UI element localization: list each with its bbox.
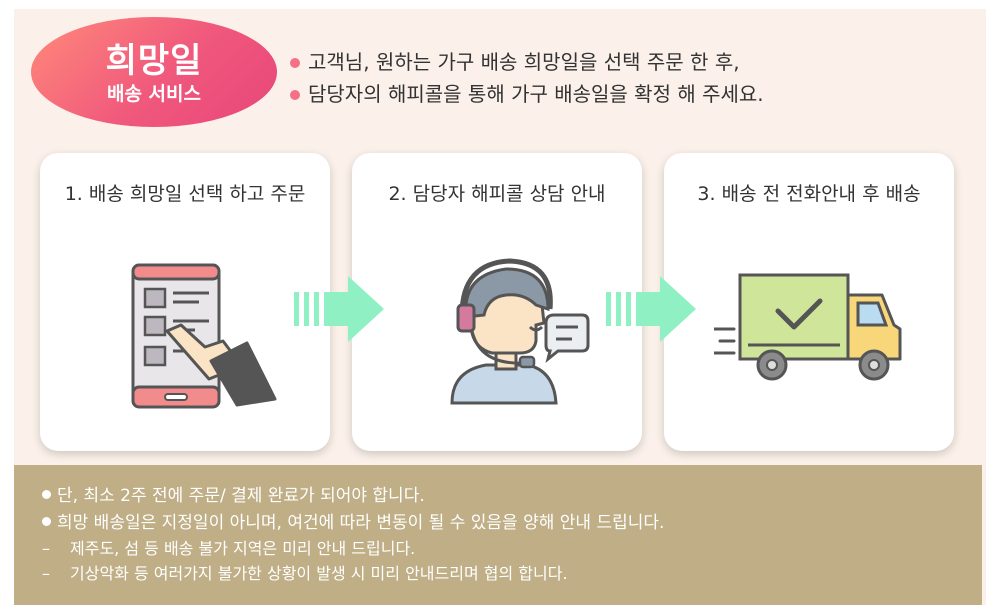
delivery-truck-icon — [714, 273, 902, 381]
bullet-dash-icon: – — [42, 564, 50, 583]
arrow-right-icon — [606, 276, 696, 342]
badge-subtitle: 배송 서비스 — [106, 83, 201, 105]
mobile-order-icon — [131, 263, 277, 409]
intro-line: 담당자의 해피콜을 통해 가구 배송일을 확정 해 주세요. — [290, 78, 764, 110]
intro-line: 고객님, 원하는 가구 배송 희망일을 선택 주문 한 후, — [290, 46, 764, 78]
notice-item: –제주도, 섬 등 배송 불가 지역은 미리 안내 드립니다. — [42, 539, 416, 558]
notice-item: 희망 배송일은 지정일이 아니며, 여건에 따라 변동이 될 수 있음을 양해 … — [42, 512, 664, 534]
bullet-dash-icon: – — [42, 539, 50, 558]
call-agent-icon — [450, 258, 590, 405]
intro-text: 고객님, 원하는 가구 배송 희망일을 선택 주문 한 후, 담당자의 해피콜을… — [290, 46, 764, 110]
bullet-dot-icon — [42, 517, 51, 526]
step-card-2: 2. 담당자 해피콜 상담 안내 — [352, 153, 642, 451]
step-2-label: 2. 담당자 해피콜 상담 안내 — [388, 183, 606, 205]
notice-item: –기상악화 등 여러가지 불가한 상황이 발생 시 미리 안내드리며 협의 합니… — [42, 564, 568, 583]
step-card-3: 3. 배송 전 전화안내 후 배송 — [664, 153, 954, 451]
badge-title: 희망일 — [105, 41, 203, 81]
bullet-dot-icon — [42, 490, 51, 499]
step-3-label: 3. 배송 전 전화안내 후 배송 — [697, 183, 921, 205]
step-card-1: 1. 배송 희망일 선택 하고 주문 — [40, 153, 330, 451]
service-badge: 희망일 배송 서비스 — [31, 17, 277, 127]
step-1-label: 1. 배송 희망일 선택 하고 주문 — [64, 183, 306, 205]
arrow-right-icon — [294, 276, 384, 342]
notice-item: 단, 최소 2주 전에 주문/ 결제 완료가 되어야 합니다. — [42, 485, 425, 507]
notice-box: 단, 최소 2주 전에 주문/ 결제 완료가 되어야 합니다. 희망 배송일은 … — [14, 465, 982, 605]
